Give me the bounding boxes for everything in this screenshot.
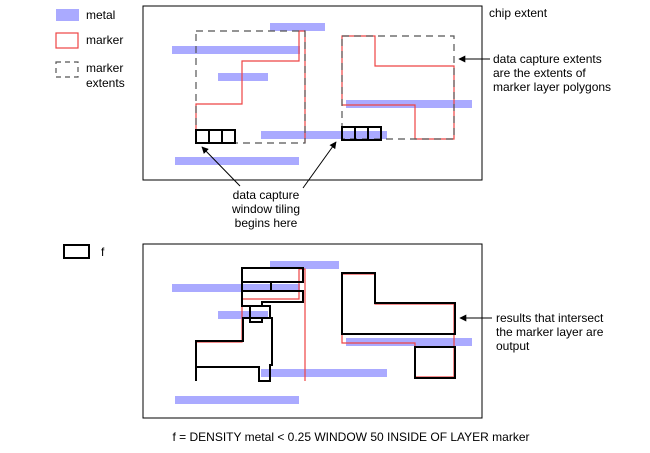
- tiling-note-1: data capture: [233, 188, 300, 202]
- metal-bar: [218, 311, 268, 319]
- results-note-2: the marker layer are: [496, 325, 604, 339]
- extents-note-3: marker layer polygons: [493, 80, 611, 94]
- legend-extent-label-1: marker: [86, 61, 123, 75]
- chip-extent-box-bottom: [142, 243, 483, 419]
- legend-bottom: f: [63, 244, 105, 259]
- result-polygon: [195, 317, 273, 382]
- tiling-arrow-left: [201, 146, 241, 187]
- legend-f-swatch: [63, 244, 90, 259]
- formula-caption: f = DENSITY metal < 0.25 WINDOW 50 INSID…: [173, 430, 530, 444]
- metal-bar: [261, 369, 387, 377]
- tiling-windows-right: [341, 126, 382, 141]
- marker-extent-right: [341, 35, 455, 140]
- result-polygon: [241, 290, 304, 307]
- metal-bar: [346, 338, 472, 346]
- result-polygon: [341, 272, 456, 335]
- results-note-1: results that intersect: [496, 311, 604, 325]
- tiling-arrow-right: [302, 141, 337, 189]
- chip-extent-box: [142, 5, 483, 181]
- chip-extent-label: chip extent: [489, 6, 548, 20]
- legend-extent-swatch: [55, 61, 79, 78]
- legend-marker-swatch: [55, 32, 79, 49]
- tiling-note-3: begins here: [235, 216, 298, 230]
- metal-bar: [270, 261, 339, 269]
- metal-bar: [218, 73, 268, 81]
- results-note-3: output: [496, 339, 530, 353]
- metal-bar: [261, 131, 387, 139]
- metal-bar: [175, 157, 299, 165]
- metal-bar: [175, 396, 299, 404]
- legend-metal-label: metal: [86, 8, 115, 22]
- metal-bar: [172, 284, 300, 292]
- tiling-windows-left: [195, 129, 236, 144]
- tiling-note-2: window tiling: [231, 202, 300, 216]
- legend-top: metal marker marker extents: [55, 8, 125, 90]
- metal-bar: [270, 23, 325, 31]
- legend-metal-swatch: [56, 9, 79, 21]
- legend-marker-label: marker: [86, 33, 123, 47]
- extents-note-1: data capture extents: [493, 52, 602, 66]
- legend-f-label: f: [101, 245, 105, 259]
- marker-extent-left: [195, 30, 306, 144]
- result-polygon: [414, 346, 456, 379]
- legend-extent-label-2: extents: [86, 76, 125, 90]
- extents-note-2: are the extents of: [493, 66, 586, 80]
- metal-bar: [346, 100, 472, 108]
- result-polygon: [241, 267, 304, 283]
- metal-bar: [172, 46, 300, 54]
- marker-polygon-right: [341, 35, 455, 140]
- bottom-panel: [142, 243, 483, 419]
- top-panel: [142, 5, 483, 181]
